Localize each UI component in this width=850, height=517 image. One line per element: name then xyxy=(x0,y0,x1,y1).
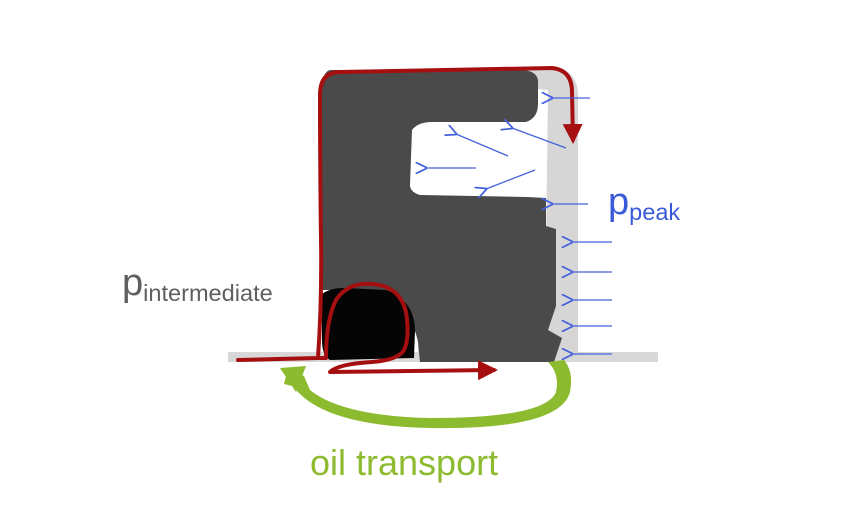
intermediate-pressure-symbol: p xyxy=(122,262,144,304)
oil-transport-label: oil transport xyxy=(310,442,499,483)
oil-transport-arrowhead xyxy=(280,366,306,392)
seal-dark-body xyxy=(322,70,562,362)
pressure-arrow xyxy=(512,128,567,149)
red-pressure-path xyxy=(236,66,583,362)
o-ring xyxy=(322,288,415,360)
red-oring-loop-path xyxy=(316,281,498,381)
intermediate-pressure-label: pintermediate xyxy=(122,264,273,305)
oil-transport-arc xyxy=(284,360,572,429)
seal-light-body xyxy=(332,68,578,358)
peak-pressure-subscript: peak xyxy=(629,198,681,225)
peak-pressure-label: ppeak xyxy=(608,183,680,224)
pressure-arrow xyxy=(486,169,536,189)
pressure-arrows xyxy=(426,98,612,354)
peak-pressure-symbol: p xyxy=(608,181,630,223)
pressure-arrow xyxy=(456,134,509,157)
intermediate-pressure-subscript: intermediate xyxy=(143,279,273,306)
